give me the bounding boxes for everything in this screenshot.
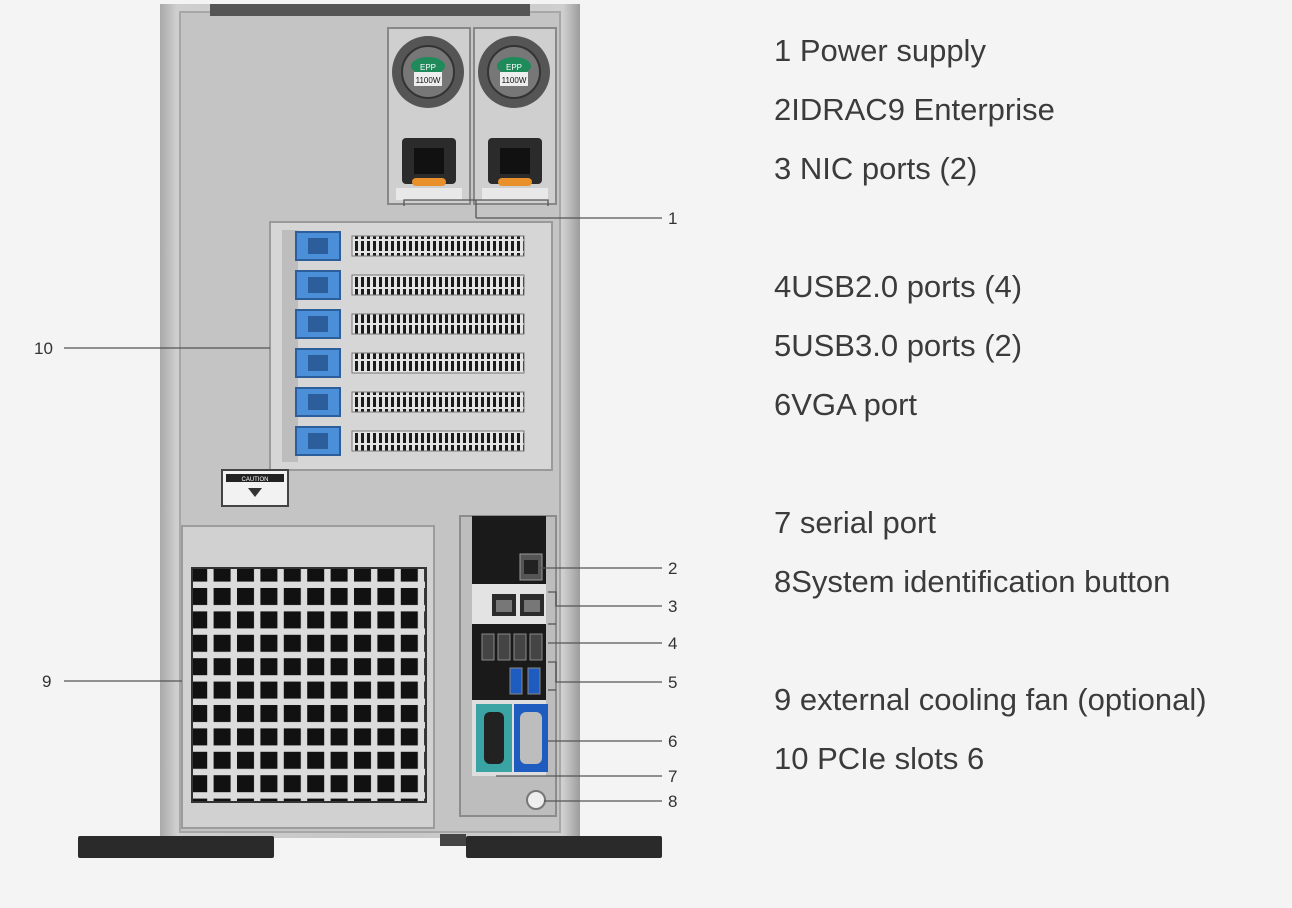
legend-item-pcie-slots: 10 PCIe slots 6	[774, 741, 985, 776]
psu-2-badge: EPP	[506, 63, 522, 72]
callout-7: 7	[668, 767, 677, 786]
serial-port	[476, 704, 512, 772]
usb2-ports	[481, 633, 543, 661]
external-cooling-fan	[181, 525, 435, 829]
pcie-slot	[295, 270, 525, 300]
idrac-port	[519, 553, 543, 581]
pcie-slot	[295, 426, 525, 456]
legend-item-system-id-button: 8System identification button	[774, 564, 1171, 599]
legend-item-cooling-fan: 9 external cooling fan (optional)	[774, 682, 1207, 717]
callout-numbers: 1 2 3 4 5 6 7 8 9 10	[34, 209, 677, 811]
psu-2-rating: 1100W	[502, 76, 527, 85]
legend-item-serial-port: 7 serial port	[774, 505, 936, 540]
pcie-slot	[295, 231, 525, 261]
callout-5: 5	[668, 673, 677, 692]
callout-2: 2	[668, 559, 677, 578]
usb3-ports	[509, 667, 541, 695]
pcie-slot	[295, 309, 525, 339]
caution-label: CAUTION	[221, 469, 289, 507]
callout-6: 6	[668, 732, 677, 751]
callout-10: 10	[34, 339, 53, 358]
legend-item-usb2-ports: 4USB2.0 ports (4)	[774, 269, 1023, 304]
caution-label-title: CAUTION	[242, 477, 269, 483]
pcie-slot	[295, 348, 525, 378]
callout-8: 8	[668, 792, 677, 811]
component-legend: 1 Power supply 2IDRAC9 Enterprise 3 NIC …	[774, 0, 1292, 908]
power-supply-2: EPP 1100W	[473, 27, 557, 205]
legend-item-nic-ports: 3 NIC ports (2)	[774, 151, 978, 186]
legend-item-usb3-ports: 5USB3.0 ports (2)	[774, 328, 1023, 363]
psu-1-rating: 1100W	[416, 76, 441, 85]
legend-item-vga-port: 6VGA port	[774, 387, 918, 422]
callout-9: 9	[42, 672, 51, 691]
pcie-slots	[295, 231, 525, 456]
leader-lines	[64, 199, 662, 802]
power-supply-1: EPP 1100W	[387, 27, 471, 205]
chassis-feet	[78, 834, 662, 858]
system-id-button	[526, 790, 546, 810]
psu-1-badge: EPP	[420, 63, 436, 72]
legend-item-idrac: 2IDRAC9 Enterprise	[774, 92, 1055, 127]
nic-ports	[492, 594, 544, 616]
legend-item-power-supply: 1 Power supply	[774, 33, 986, 68]
callout-4: 4	[668, 634, 677, 653]
callout-1: 1	[668, 209, 677, 228]
callout-3: 3	[668, 597, 677, 616]
pcie-slot	[295, 387, 525, 417]
vga-port	[514, 704, 548, 772]
